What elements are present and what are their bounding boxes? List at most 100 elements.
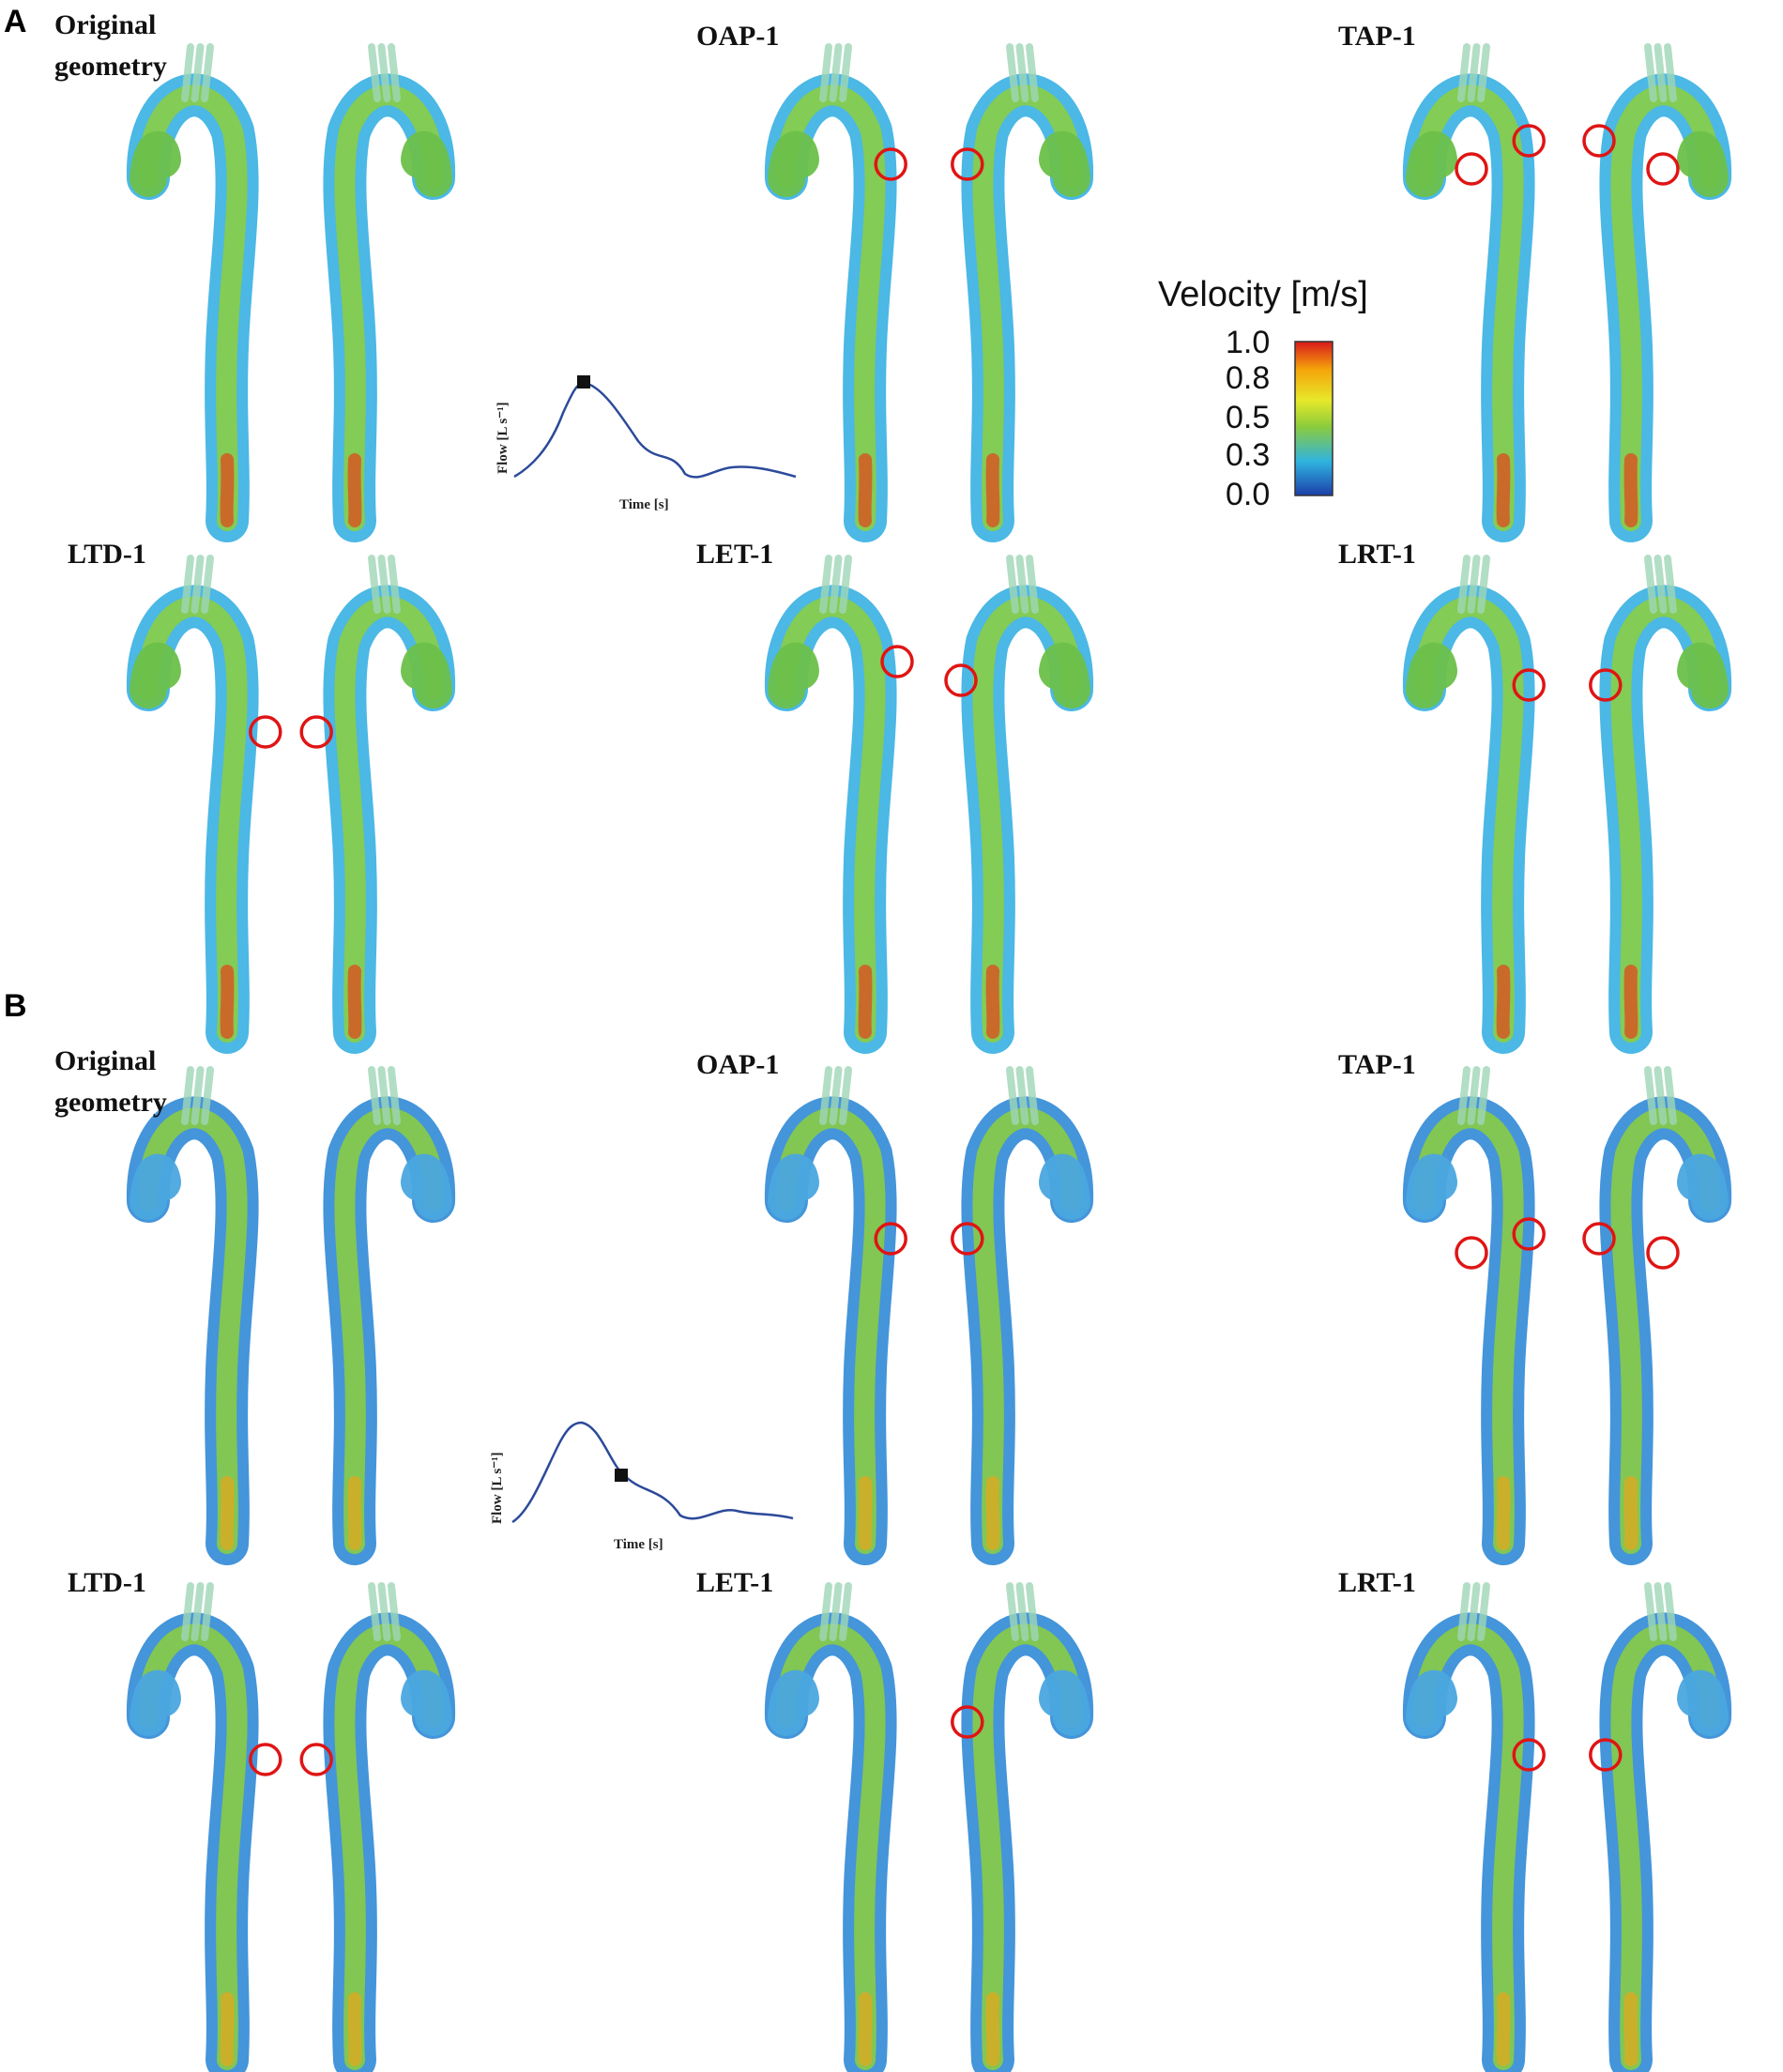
red-marker-circle	[1646, 152, 1680, 186]
red-marker-circle	[944, 663, 978, 697]
supra-aortic-branch	[1653, 1066, 1668, 1125]
supra-aortic-branch	[377, 1066, 391, 1125]
supra-aortic-branch	[1664, 1582, 1677, 1641]
supra-aortic-branch	[368, 555, 381, 614]
supra-aortic-branch	[829, 1582, 843, 1641]
flow-phase-marker	[577, 375, 590, 388]
supra-aortic-branch	[1006, 43, 1019, 102]
supra-aortic-branch	[201, 555, 214, 614]
inset-ylabel: Flow [L s⁻¹]	[495, 402, 511, 474]
aorta-core	[137, 1623, 248, 2070]
aorta-core	[137, 84, 248, 531]
distal-jet	[220, 453, 235, 527]
case-rendering	[126, 1066, 456, 1565]
legend-colorbar	[1294, 341, 1333, 496]
aortic-root	[1677, 642, 1729, 708]
case-label: LRT-1	[1338, 539, 1416, 570]
aortic-root	[1406, 130, 1457, 197]
aortic-root	[1677, 130, 1729, 197]
aortic-root	[130, 1153, 181, 1220]
aortic-root	[1406, 642, 1457, 708]
distal-jet	[858, 1992, 873, 2066]
distal-jet	[347, 1476, 362, 1550]
case-rendering	[764, 43, 1094, 542]
aorta-renderings	[126, 43, 1732, 2072]
aorta-core	[1610, 1107, 1721, 1554]
red-marker-circle	[1582, 124, 1616, 158]
aortic-root	[1039, 1669, 1090, 1736]
case-rendering	[1402, 1582, 1732, 2072]
supra-aortic-branch	[1653, 1582, 1668, 1641]
supra-aortic-branch	[190, 555, 205, 614]
supra-aortic-branch	[819, 1582, 832, 1641]
supra-aortic-branch	[1467, 1066, 1481, 1125]
supra-aortic-branch	[190, 43, 205, 102]
supra-aortic-branch	[1015, 1066, 1029, 1125]
aortic-root	[130, 130, 181, 197]
supra-aortic-branch	[368, 1582, 381, 1641]
flow-curve	[511, 1421, 794, 1524]
flow-curve	[513, 381, 797, 479]
aorta-core	[972, 596, 1083, 1043]
aorta-core	[334, 1107, 445, 1554]
distal-jet	[1496, 965, 1511, 1039]
red-marker-circle	[299, 715, 333, 749]
distal-jet	[858, 453, 873, 527]
supra-aortic-branch	[1477, 1066, 1490, 1125]
aortic-root	[401, 1669, 452, 1736]
distal-jet	[1496, 453, 1511, 527]
distal-jet	[347, 965, 362, 1039]
aortic-root	[401, 642, 452, 708]
supra-aortic-branch	[201, 1066, 214, 1125]
aorta-core	[972, 84, 1083, 531]
case-rendering	[1402, 555, 1732, 1054]
supra-aortic-branch	[190, 1066, 205, 1125]
supra-aortic-branch	[829, 555, 843, 614]
distal-jet	[1623, 1992, 1638, 2066]
supra-aortic-branch	[1644, 1066, 1657, 1125]
case-label: TAP-1	[1338, 21, 1416, 52]
supra-aortic-branch	[1467, 555, 1481, 614]
case-label: OAP-1	[696, 21, 779, 52]
supra-aortic-branch	[819, 43, 832, 102]
aorta-core	[137, 1107, 248, 1554]
supra-aortic-branch	[1477, 1582, 1490, 1641]
supra-aortic-branch	[1664, 555, 1677, 614]
red-marker-circle	[1646, 1236, 1680, 1270]
supra-aortic-branch	[1457, 1582, 1471, 1641]
aortic-root	[130, 642, 181, 708]
distal-jet	[985, 965, 1000, 1039]
case-label: LET-1	[696, 1567, 773, 1598]
case-label: Original geometry	[54, 9, 167, 82]
distal-jet	[1496, 1476, 1511, 1550]
case-rendering	[764, 555, 1094, 1054]
supra-aortic-branch	[181, 1066, 194, 1125]
case-label: Original geometry	[54, 1045, 167, 1118]
supra-aortic-branch	[1006, 555, 1019, 614]
case-label-line-1: Original	[54, 1045, 156, 1076]
inset-ylabel: Flow [L s⁻¹]	[490, 1452, 505, 1524]
flow-phase-marker	[615, 1469, 628, 1482]
supra-aortic-branch	[1026, 1066, 1039, 1125]
supra-aortic-branch	[201, 1582, 214, 1641]
supra-aortic-branch	[1015, 1582, 1029, 1641]
supra-aortic-branch	[377, 43, 391, 102]
aorta-core	[775, 1623, 886, 2070]
aorta-core	[334, 596, 445, 1043]
inset-xlabel: Time [s]	[619, 497, 669, 512]
supra-aortic-branch	[1026, 1582, 1039, 1641]
distal-jet	[985, 1992, 1000, 2066]
supra-aortic-branch	[839, 1066, 852, 1125]
supra-aortic-branch	[377, 555, 391, 614]
case-rendering	[764, 1582, 1094, 2072]
aortic-root	[130, 1669, 181, 1736]
case-rendering	[126, 43, 456, 542]
supra-aortic-branch	[839, 1582, 852, 1641]
supra-aortic-branch	[1477, 43, 1490, 102]
supra-aortic-branch	[839, 555, 852, 614]
supra-aortic-branch	[1664, 43, 1677, 102]
supra-aortic-branch	[819, 555, 832, 614]
red-marker-circle	[951, 1222, 984, 1256]
supra-aortic-branch	[1015, 43, 1029, 102]
supra-aortic-branch	[1477, 555, 1490, 614]
